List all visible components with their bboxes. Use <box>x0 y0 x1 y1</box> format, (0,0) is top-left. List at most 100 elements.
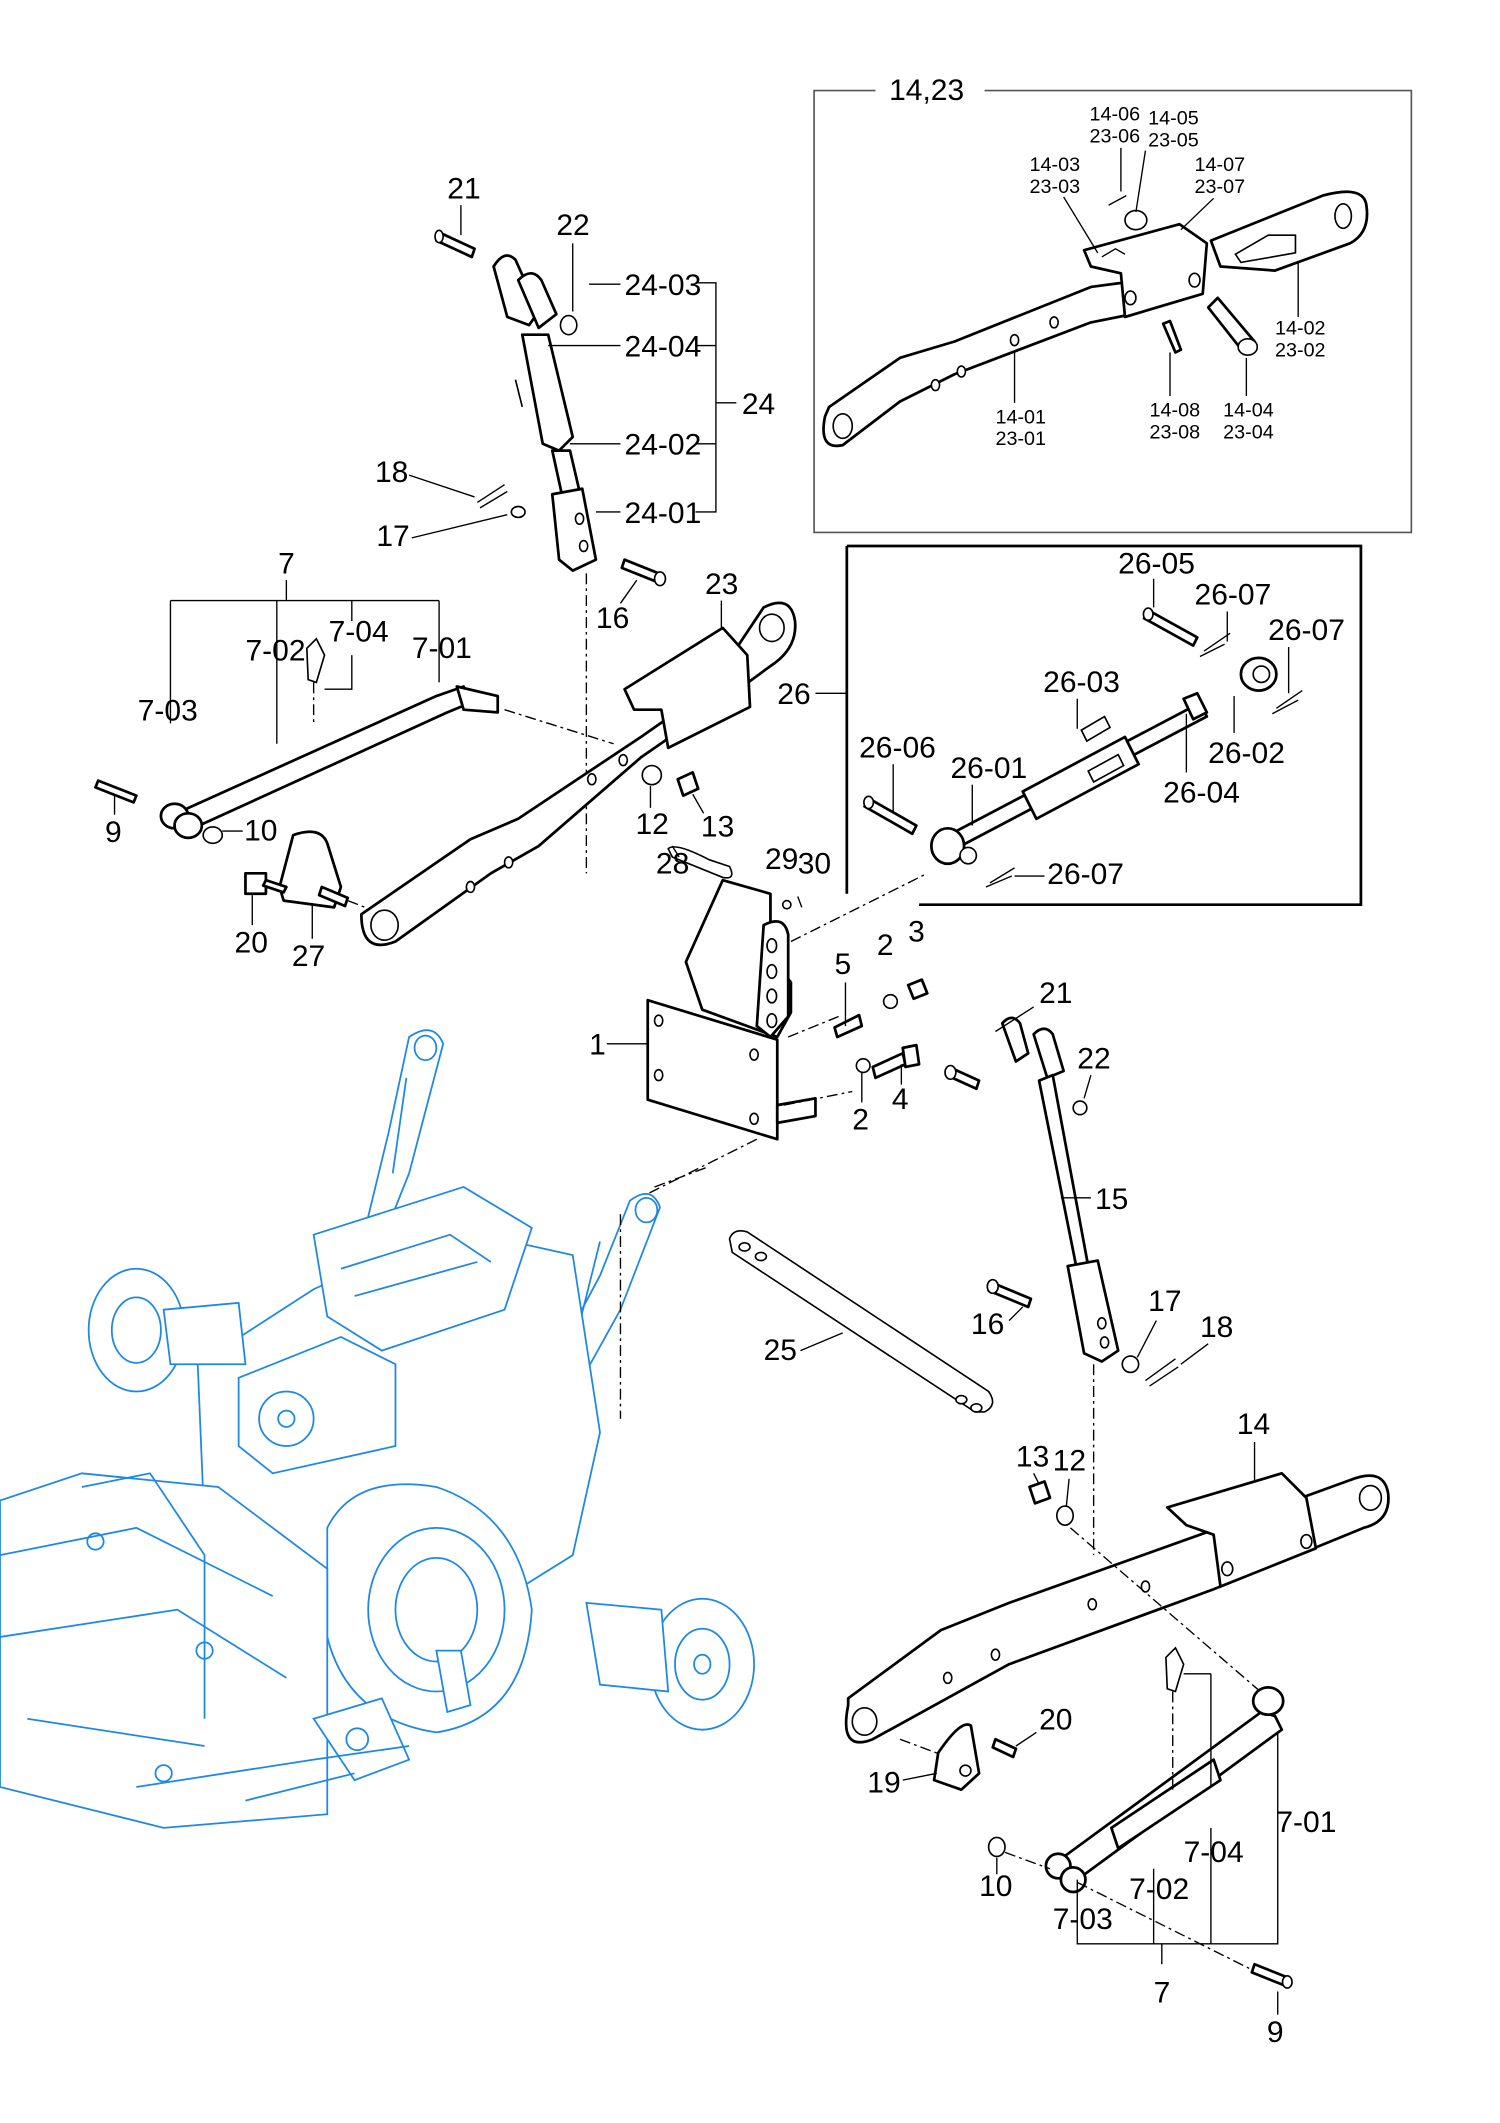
hook-end-inset <box>1209 190 1369 272</box>
callout-14: 14 <box>1237 1408 1270 1441</box>
callout-18b: 18 <box>1200 1311 1233 1344</box>
check-chain-7-left: 7 7-03 7-02 7-04 7-01 <box>94 547 614 845</box>
label-24-01: 24-01 <box>625 497 702 530</box>
label-7-03-right: 7-03 <box>1053 1903 1113 1936</box>
svg-text:26-01: 26-01 <box>950 752 1027 785</box>
callout-12b: 12 <box>1053 1445 1086 1478</box>
check-chain-7-right: 7-01 7-04 7-02 7-03 7 10 9 <box>979 1646 1336 2049</box>
callouts-center: 1 28 29 30 5 2 3 2 4 <box>589 843 925 1136</box>
inset-label-14-02: 14-02 23-02 <box>1275 262 1326 362</box>
svg-text:14-07: 14-07 <box>1195 154 1246 176</box>
label-7-04-left: 7-04 <box>329 616 389 649</box>
svg-text:26-07: 26-07 <box>1047 858 1124 891</box>
callout-9b: 9 <box>1267 2016 1284 2049</box>
label-7-group-right: 7 <box>1154 1976 1171 2009</box>
callout-10b: 10 <box>979 1870 1012 1903</box>
drawbar-25: 25 <box>728 1230 994 1413</box>
callout-30: 30 <box>798 847 831 880</box>
inset-frame <box>846 544 1363 907</box>
lower-link-arm-inset <box>822 222 1209 448</box>
inset-label-14-08: 14-08 23-08 <box>1150 352 1201 443</box>
callout-9a: 9 <box>105 816 122 849</box>
label-26-01: 26-01 <box>950 752 1027 826</box>
callout-16b: 16 <box>971 1308 1004 1341</box>
svg-text:26-07: 26-07 <box>1195 579 1272 612</box>
svg-text:26-07: 26-07 <box>1268 614 1345 647</box>
callout-18a: 18 <box>375 456 408 489</box>
label-7-02-left: 7-02 <box>245 635 305 668</box>
turnbuckle-rod <box>929 656 1278 866</box>
callout-17a: 17 <box>376 520 409 553</box>
callout-28: 28 <box>656 847 689 880</box>
inset-label-14-04: 14-04 23-04 <box>1223 357 1274 443</box>
label-26-07-c: 26-07 <box>1014 858 1124 891</box>
callout-23: 23 <box>705 568 738 601</box>
svg-text:14-02: 14-02 <box>1275 318 1326 340</box>
callout-13a: 13 <box>701 811 734 844</box>
callout-21a: 21 <box>447 172 480 205</box>
tractor-rear-transmission <box>0 1029 755 1829</box>
pins-inset <box>1108 194 1259 356</box>
label-26-07-a: 26-07 <box>1195 579 1272 642</box>
inset-label-14-05: 14-05 23-05 <box>1135 108 1199 213</box>
svg-text:23-06: 23-06 <box>1090 125 1141 147</box>
callout-3: 3 <box>908 916 925 949</box>
callout-17b: 17 <box>1148 1285 1181 1318</box>
svg-text:14-01: 14-01 <box>995 406 1046 428</box>
callout-10a: 10 <box>244 815 277 848</box>
svg-text:26-04: 26-04 <box>1163 776 1240 809</box>
label-7-01-left: 7-01 <box>412 632 472 665</box>
top-link-24: 24-03 24-04 24-02 24-01 24 <box>434 229 775 874</box>
svg-text:26-03: 26-03 <box>1043 666 1120 699</box>
pins-26 <box>863 607 1303 888</box>
label-26-05: 26-05 <box>1118 547 1195 608</box>
callout-22a: 22 <box>556 209 589 242</box>
label-7-04-right: 7-04 <box>1184 1836 1244 1869</box>
label-26-07-b: 26-07 <box>1268 614 1345 694</box>
callout-16a: 16 <box>596 602 629 635</box>
inset-label-14-06: 14-06 23-06 <box>1090 104 1141 192</box>
callout-25: 25 <box>764 1334 797 1367</box>
callout-22b: 22 <box>1077 1042 1110 1075</box>
svg-text:26-02: 26-02 <box>1208 737 1285 770</box>
inset-label-14-01: 14-01 23-01 <box>995 352 1046 450</box>
callout-2b: 2 <box>852 1104 869 1137</box>
lower-link-14: 14 <box>844 1408 1390 1761</box>
top-hitch-bracket-1 <box>633 846 929 1202</box>
callout-27: 27 <box>292 940 325 973</box>
svg-text:26-06: 26-06 <box>859 731 936 764</box>
svg-text:14-04: 14-04 <box>1223 400 1274 422</box>
label-26-06: 26-06 <box>859 731 936 814</box>
inset-26: 26 26-05 26-07 <box>777 544 1363 907</box>
svg-text:14-06: 14-06 <box>1090 104 1141 126</box>
svg-text:23-01: 23-01 <box>995 428 1046 450</box>
svg-text:23-03: 23-03 <box>1030 176 1081 198</box>
label-26-04: 26-04 <box>1163 713 1240 809</box>
svg-text:23-05: 23-05 <box>1148 130 1199 152</box>
label-7-03-left: 7-03 <box>138 695 198 728</box>
label-24-04: 24-04 <box>625 331 702 364</box>
callout-4: 4 <box>892 1083 909 1116</box>
callout-20a: 20 <box>235 926 268 959</box>
svg-text:23-04: 23-04 <box>1223 421 1274 443</box>
callout-15: 15 <box>1095 1183 1128 1216</box>
inset-label-14-03: 14-03 23-03 <box>1030 154 1099 254</box>
lift-rod-15: 21 22 15 16 17 18 <box>944 977 1233 1556</box>
label-7-group-left: 7 <box>278 547 295 580</box>
callout-20b: 20 <box>1039 1704 1072 1737</box>
label-7-02-right: 7-02 <box>1129 1873 1189 1906</box>
callout-13b: 13 <box>1016 1441 1049 1474</box>
callout-21b: 21 <box>1039 977 1072 1010</box>
inset-frame <box>813 89 1413 534</box>
callout-19: 19 <box>867 1766 900 1799</box>
callout-12a: 12 <box>635 808 668 841</box>
svg-text:26-05: 26-05 <box>1118 547 1195 580</box>
label-24-03: 24-03 <box>625 269 702 302</box>
label-26-03: 26-03 <box>1043 666 1120 729</box>
left-small-parts <box>244 764 700 909</box>
inset-title: 14,23 <box>889 74 964 107</box>
label-24-02: 24-02 <box>625 429 702 462</box>
svg-text:23-08: 23-08 <box>1150 421 1201 443</box>
svg-text:14-08: 14-08 <box>1150 400 1201 422</box>
